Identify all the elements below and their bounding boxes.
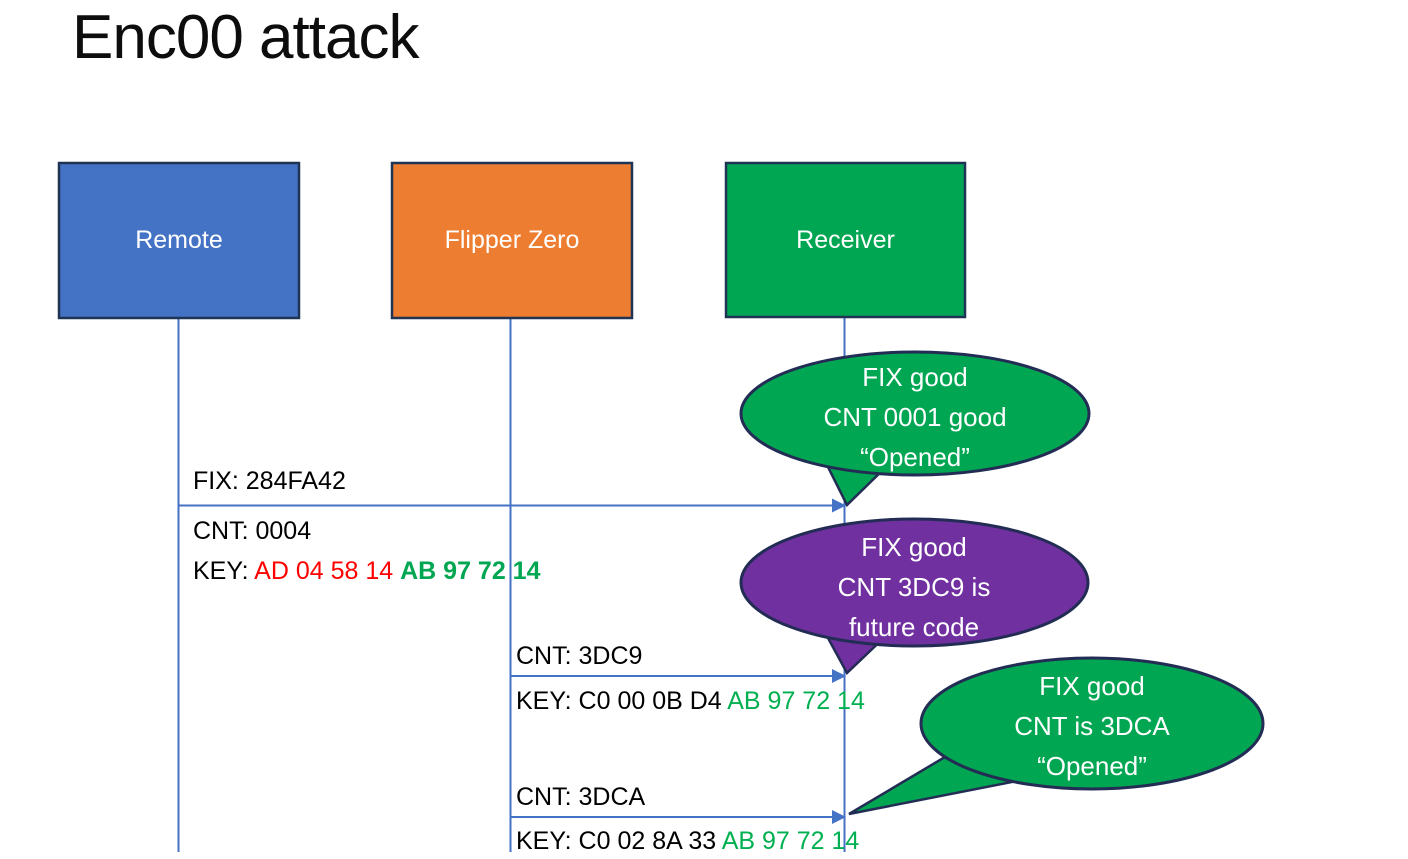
- arrow-3-head: [832, 810, 846, 824]
- callout-3-bubble: [919, 656, 1265, 791]
- actor-box-remote: [57, 161, 301, 320]
- message-2-key: KEY: C0 00 0B D4 AB 97 72 14: [516, 686, 865, 716]
- actor-label-receiver: Receiver: [796, 225, 895, 254]
- callout-3-line-1: FIX good: [1039, 671, 1145, 701]
- message-3-cnt: CNT: 3DCA: [516, 783, 646, 811]
- callout-1-line-2: CNT 0001 good: [823, 402, 1007, 432]
- callout-2-bubble: [739, 517, 1090, 648]
- callout-2-line-2: CNT 3DC9 is: [837, 572, 991, 602]
- callout-1-text: FIX good CNT 0001 good “Opened”: [755, 357, 1075, 477]
- callout-1-line-3: “Opened”: [860, 442, 970, 472]
- callout-2-text: FIX good CNT 3DC9 is future code: [754, 527, 1074, 647]
- arrow-2-head: [832, 669, 846, 683]
- message-2-cnt: CNT: 3DC9: [516, 642, 643, 670]
- callout-3-line-3: “Opened”: [1037, 751, 1147, 781]
- actor-label-remote: Remote: [135, 226, 223, 254]
- message-1-key-red-bytes: AD 04 58 14: [254, 557, 401, 585]
- arrow-1-head: [832, 498, 846, 513]
- message-1-key-label: KEY:: [193, 557, 255, 585]
- callout-2-line-3: future code: [848, 612, 980, 642]
- message-3-key-green-bytes: AB 97 72 14: [721, 827, 860, 855]
- message-1-key-green-bytes: AB 97 72 14: [400, 557, 541, 585]
- message-2-key-green-bytes: AB 97 72 14: [727, 687, 865, 715]
- actor-box-receiver: [724, 161, 967, 319]
- callout-3-text: FIX good CNT is 3DCA “Opened”: [932, 666, 1252, 786]
- message-2-key-black: KEY: C0 00 0B D4: [516, 687, 728, 715]
- callout-2-line-1: FIX good: [861, 532, 967, 562]
- callout-3-line-2: CNT is 3DCA: [1014, 711, 1170, 741]
- callout-1-line-1: FIX good: [862, 362, 968, 392]
- message-3-key: KEY: C0 02 8A 33 AB 97 72 14: [516, 826, 859, 856]
- message-1-fix: FIX: 284FA42: [193, 467, 346, 495]
- page-title: Enc00 attack: [72, 3, 419, 72]
- message-1-key: KEY: AD 04 58 14 AB 97 72 14: [193, 556, 540, 586]
- message-1-cnt: CNT: 0004: [193, 517, 312, 545]
- message-3-key-black: KEY: C0 02 8A 33: [516, 827, 722, 855]
- actor-label-flipper-zero: Flipper Zero: [444, 226, 580, 254]
- actor-box-flipper: [390, 161, 634, 320]
- callout-1-bubble: [739, 350, 1091, 477]
